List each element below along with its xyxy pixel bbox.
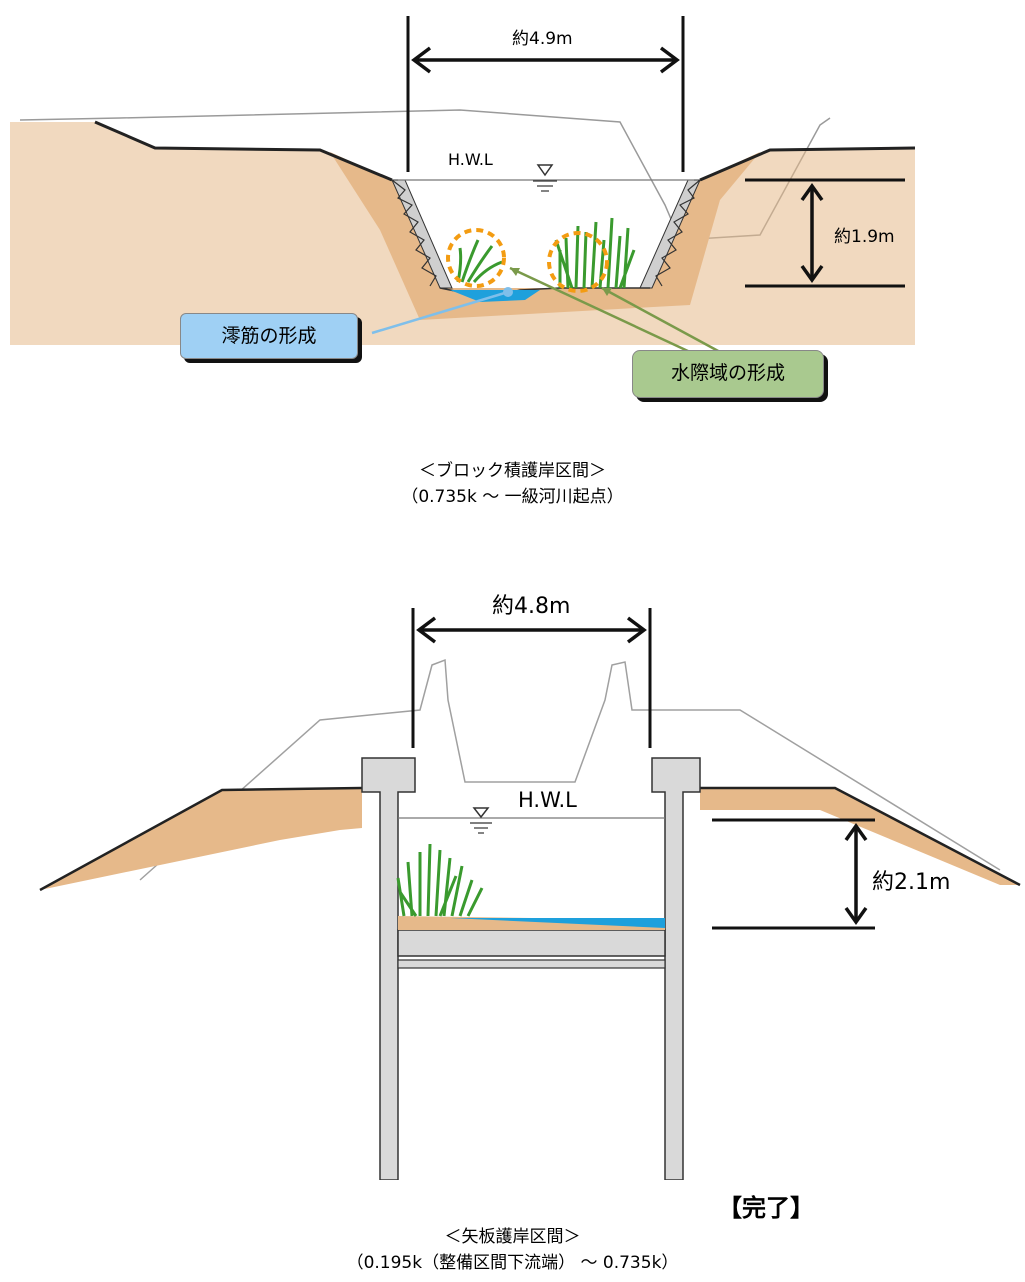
water-level-marker-icon <box>470 807 492 834</box>
sheet-pile-wall-right <box>651 757 701 1180</box>
completion-status: 【完了】 <box>718 1194 814 1222</box>
leader-line-waterside-2 <box>601 286 721 354</box>
width-label: 約4.9m <box>512 29 573 49</box>
design-ground-line-left <box>39 786 363 892</box>
dimension-arrow-icon <box>411 46 680 74</box>
leader-line-waterside-1 <box>509 266 691 354</box>
vegetation-icon <box>456 239 503 283</box>
block-revetment-cross-section <box>10 16 916 354</box>
design-ground-line <box>94 120 393 182</box>
leader-line-low-water <box>371 290 509 335</box>
water-flow <box>450 918 665 928</box>
hwl-label: H.W.L <box>518 788 577 812</box>
caption-title: ＜矢板護岸区間＞ <box>444 1227 581 1247</box>
caption-title: ＜ブロック積護岸区間＞ <box>419 461 606 481</box>
depth-label: 約2.1m <box>872 870 951 895</box>
caption-range: （0.735k ～ 一級河川起点） <box>401 487 624 507</box>
depth-label: 約1.9m <box>834 227 895 247</box>
callout-low-water-channel: 澪筋の形成 <box>180 313 358 359</box>
hwl-label: H.W.L <box>448 150 493 169</box>
soil-left <box>40 788 362 890</box>
waterside-highlight-right <box>547 231 609 293</box>
sheet-pile-section: 約4.8m H.W.L 約2.1m 【完了】 ＜矢板護岸区間＞ （0.195k（… <box>0 560 1025 1282</box>
design-ground-line-right <box>699 146 916 182</box>
bottom-slab <box>397 929 666 957</box>
sheet-pile-wall-left <box>361 757 416 1180</box>
existing-ground-line <box>139 658 1001 881</box>
waterside-highlight-left <box>446 228 506 288</box>
dimension-arrow-icon <box>800 182 824 284</box>
block-revetment-section: 約4.9m H.W.L 約1.9m 澪筋の形成 水際域の形成 ＜ブロック積護岸区… <box>0 0 1025 520</box>
vegetation-icon <box>554 217 636 289</box>
vegetation-icon <box>396 843 484 917</box>
soil-right <box>700 788 1020 885</box>
callout-waterside-zone: 水際域の形成 <box>632 350 824 398</box>
design-ground-line-right <box>700 786 1021 887</box>
dimension-arrow-icon <box>844 822 868 926</box>
strut-beam <box>397 959 666 969</box>
width-label: 約4.8m <box>492 594 571 619</box>
water-level-marker-icon <box>533 164 557 192</box>
dimension-arrow-icon <box>416 616 647 644</box>
sheet-pile-cross-section <box>39 608 1021 1180</box>
caption-range: （0.195k（整備区間下流端） ～ 0.735k） <box>346 1253 679 1273</box>
